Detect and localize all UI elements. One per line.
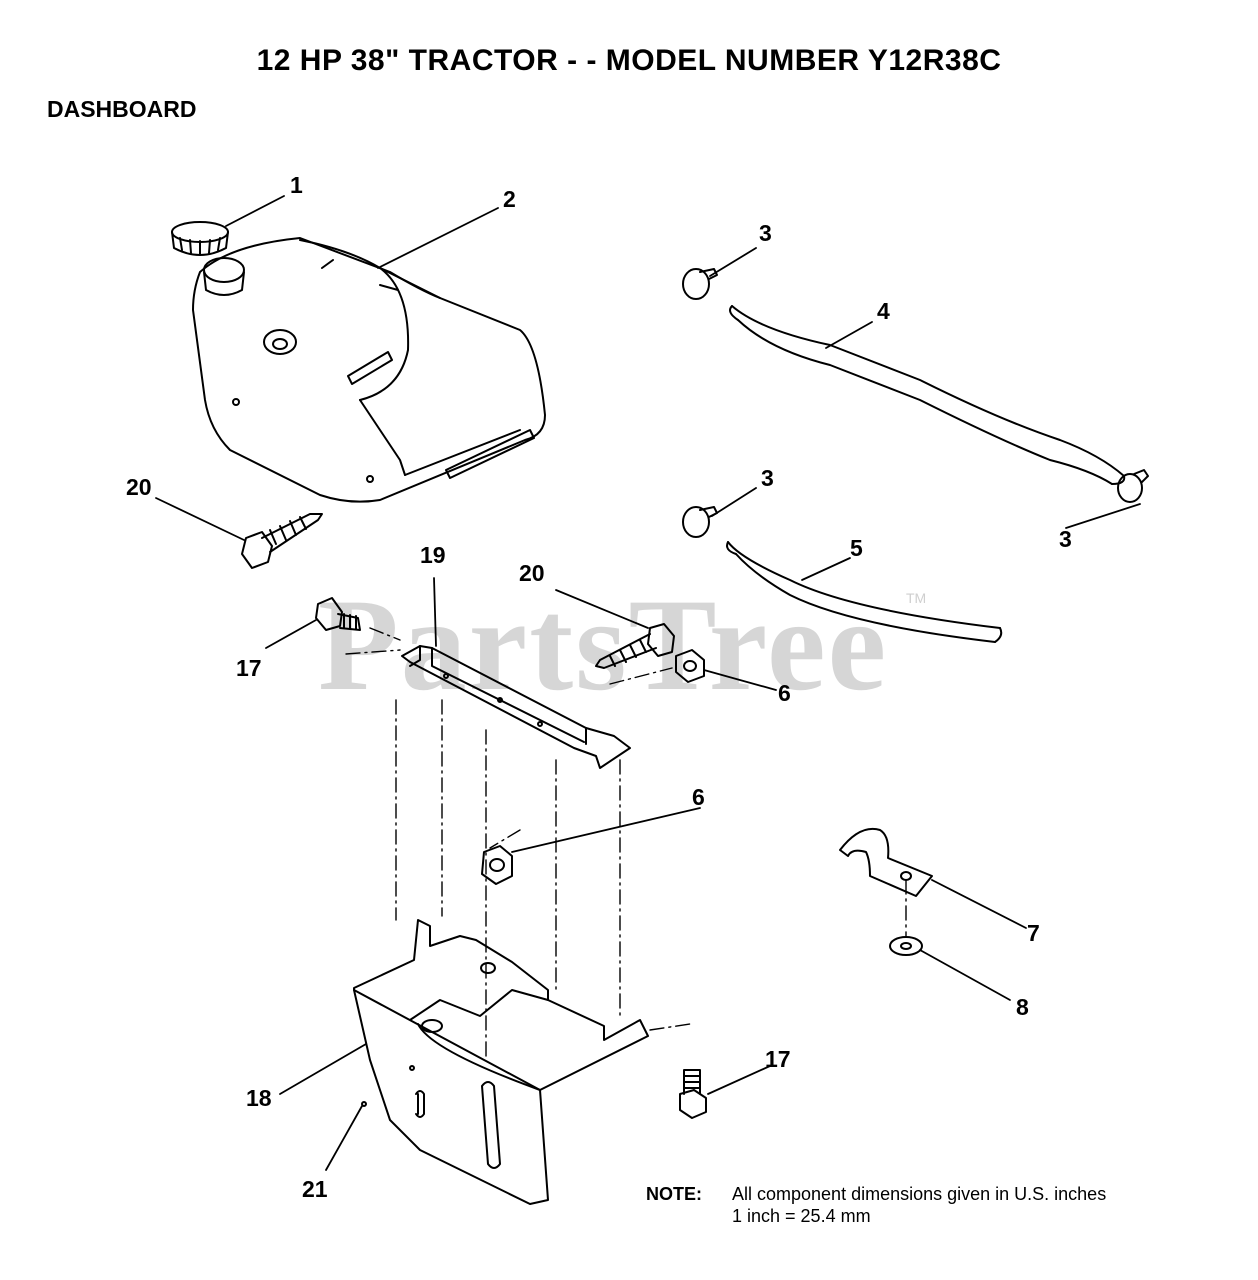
callout-8: 8 [1016,994,1029,1020]
hose-clip-part [839,828,933,897]
fuel-hose-long-part [729,305,1126,485]
callout-2: 2 [503,186,516,212]
callout-3: 3 [759,220,772,246]
callout-6: 6 [778,680,791,706]
gas-cap-part [171,221,229,256]
callout-5: 5 [850,535,863,561]
washer-part [889,936,923,956]
callout-20: 20 [519,560,545,586]
note-label: NOTE: [646,1184,702,1204]
screw-part [595,623,675,669]
watermark-trademark: TM [906,590,927,606]
hex-nut-part [481,845,513,885]
callout-1: 1 [290,172,303,198]
dashboard-panel-part [353,919,649,1205]
bolt-part [679,1069,707,1119]
hose-clamp-part [682,506,718,538]
note-line-1: All component dimensions given in U.S. i… [732,1184,1107,1204]
callout-18: 18 [246,1085,272,1111]
section-title: DASHBOARD [47,96,197,122]
callout-7: 7 [1027,920,1040,946]
callout-4: 4 [877,298,890,324]
support-bracket-part [401,645,631,769]
page-title: 12 HP 38" TRACTOR - - MODEL NUMBER Y12R3… [256,44,1002,77]
fuel-tank-part [192,237,546,503]
callout-leader-lines [155,195,1141,1171]
note-line-2: 1 inch = 25.4 mm [732,1206,871,1226]
dimensions-note: NOTE: All component dimensions given in U… [646,1183,1106,1227]
hose-clamp-part [682,268,718,300]
assembly-guide-lines [345,627,907,1061]
screw-part [241,513,323,569]
callout-19: 19 [420,542,446,568]
hex-nut-part [675,649,705,683]
callout-20: 20 [126,474,152,500]
callout-17: 17 [236,655,262,681]
callout-21: 21 [302,1176,328,1202]
callout-17: 17 [765,1046,791,1072]
callout-3: 3 [1059,526,1072,552]
callout-3: 3 [761,465,774,491]
bolt-part [315,597,361,631]
callout-6: 6 [692,784,705,810]
hose-clamp-part [1117,469,1149,503]
fuel-hose-short-part [726,541,1003,643]
